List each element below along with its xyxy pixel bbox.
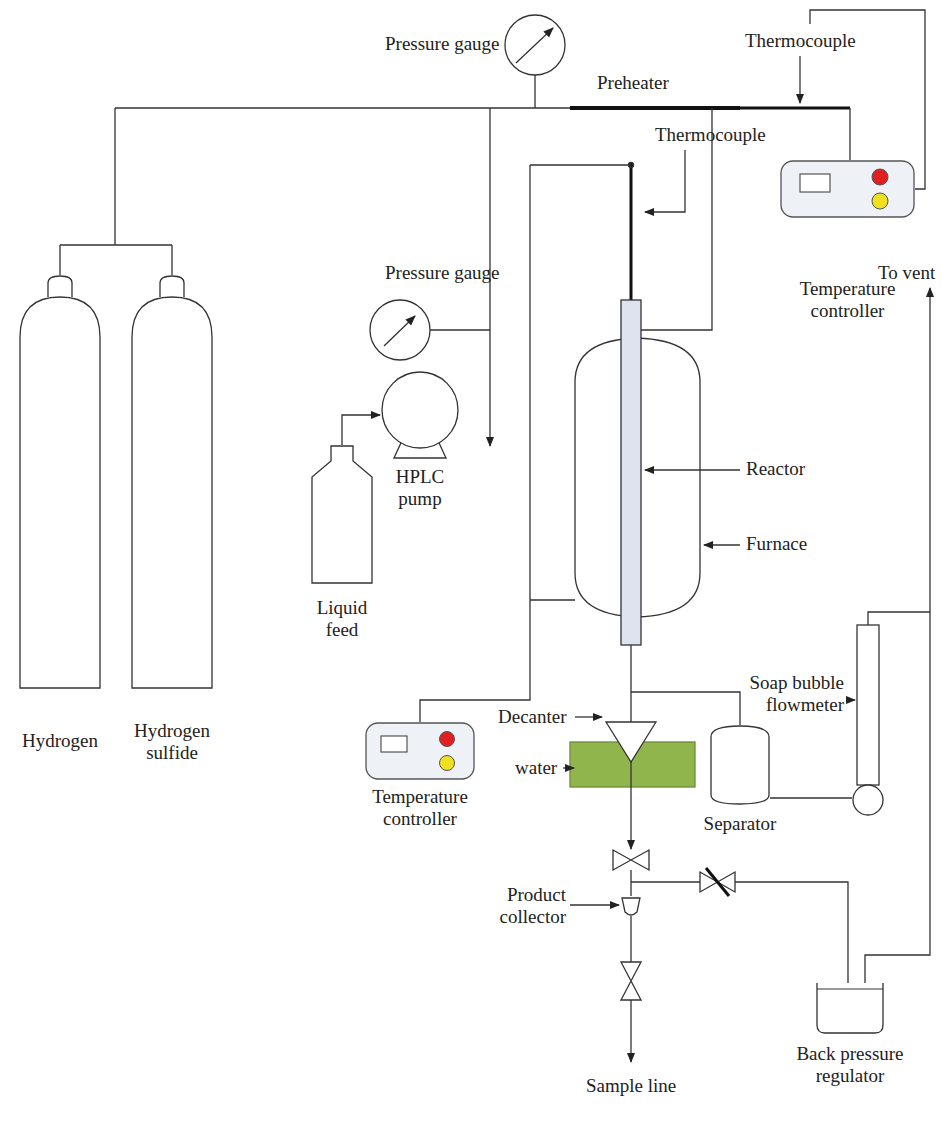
pipe-connector xyxy=(342,415,380,445)
pressure-gauge xyxy=(370,300,430,360)
leader-line xyxy=(645,469,740,470)
part-label: To vent xyxy=(878,262,935,284)
temperature-controller-outline xyxy=(780,160,915,218)
node-label: Separator xyxy=(690,813,790,835)
leader-line xyxy=(645,150,685,212)
gauge-stem xyxy=(430,329,490,330)
node-label: HPLC pump xyxy=(388,466,452,510)
node-label: Temperature controller xyxy=(783,278,913,322)
part-label: Thermocouple xyxy=(745,30,856,52)
temperature-controller: Temperature controller xyxy=(780,160,915,324)
flowmeter-tube xyxy=(857,625,879,785)
leader-line xyxy=(563,767,574,768)
leader-line xyxy=(704,544,740,545)
gas-line xyxy=(770,797,852,798)
product-line xyxy=(630,916,631,962)
flowmeter-bulb xyxy=(853,785,883,815)
gas-line xyxy=(60,108,172,275)
feed-bottle-outline xyxy=(310,445,374,585)
gas-cylinder-outline xyxy=(18,275,102,690)
temperature-controller-outline xyxy=(365,722,475,780)
gauge-needle xyxy=(516,28,553,63)
feed-bottle: Liquid feed xyxy=(310,445,374,643)
leader-line xyxy=(847,699,855,700)
decanter xyxy=(606,722,656,762)
node-label: Liquid feed xyxy=(305,597,379,641)
node-label: Temperature controller xyxy=(360,786,480,830)
gauge-stem xyxy=(534,75,535,108)
leader-line xyxy=(799,56,800,103)
back-pressure-regulator: Back pressure regulator xyxy=(815,975,885,1089)
part-label: water xyxy=(515,757,557,779)
part-label: Soap bubble flowmeter xyxy=(748,672,844,716)
part-label: Pressure gauge xyxy=(385,262,500,284)
gas-cylinder: Hydrogen sulfide xyxy=(130,275,214,766)
product-line xyxy=(630,762,631,849)
gas-cylinder-outline xyxy=(130,275,214,690)
part-label: Decanter xyxy=(498,706,567,728)
separator-vessel: Separator xyxy=(710,725,770,837)
valve xyxy=(621,962,641,1000)
part-label: Furnace xyxy=(746,533,807,555)
product-line xyxy=(631,645,740,725)
leader-line xyxy=(575,716,602,717)
hplc-pump-outline xyxy=(380,370,460,460)
preheater-tube xyxy=(570,106,740,110)
node-label: Hydrogen sulfide xyxy=(120,720,224,764)
node-label: Back pressure regulator xyxy=(785,1043,915,1087)
separator-vessel-outline xyxy=(710,725,770,805)
leader-line xyxy=(570,904,619,905)
product-line xyxy=(631,870,848,990)
valve xyxy=(613,850,649,870)
part-label: Pressure gauge xyxy=(385,33,500,55)
part-label: Reactor xyxy=(746,458,805,480)
gas-line xyxy=(115,107,570,108)
temperature-controller: Temperature controller xyxy=(365,722,475,832)
control-wire xyxy=(849,108,850,160)
pressure-gauge xyxy=(505,15,565,75)
gas-line xyxy=(868,612,930,625)
vent-line xyxy=(865,288,930,1012)
product-collector xyxy=(622,898,640,915)
reactor-tube xyxy=(621,300,641,645)
gas-cylinder: Hydrogen xyxy=(18,275,102,754)
hplc-pump: HPLC pump xyxy=(380,370,460,512)
part-label: Product collector xyxy=(486,884,566,928)
thermocouple-rod xyxy=(740,107,850,110)
thermocouple-rod xyxy=(630,165,633,300)
part-label: Preheater xyxy=(597,72,669,94)
valve-stem xyxy=(706,868,729,896)
node-label: Hydrogen xyxy=(8,730,112,752)
part-label: Thermocouple xyxy=(655,124,766,146)
gauge-needle xyxy=(384,316,415,346)
back-pressure-regulator-outline xyxy=(815,975,885,1035)
product-line xyxy=(630,1000,631,1062)
part-label: Sample line xyxy=(586,1075,676,1097)
